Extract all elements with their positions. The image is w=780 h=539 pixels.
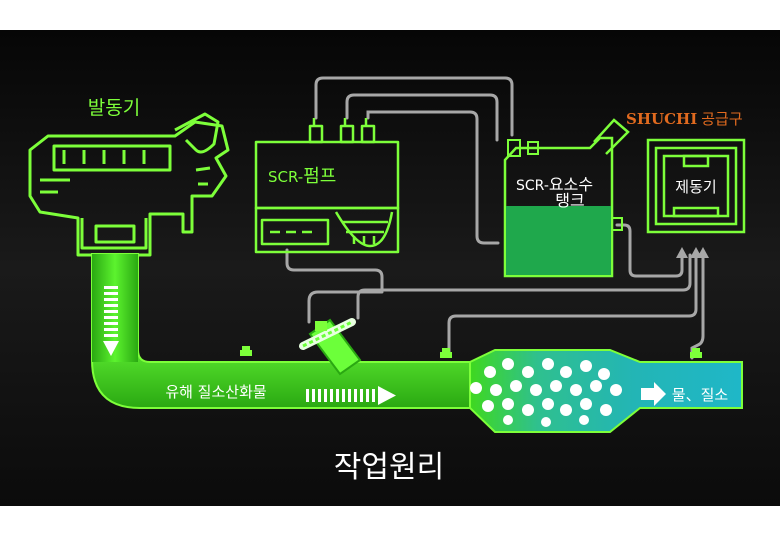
urea-injector <box>299 318 362 376</box>
engine-label: 발동기 <box>88 97 140 119</box>
flow-down-arrow <box>103 286 119 356</box>
controller-arrowheads <box>676 247 709 258</box>
engine-outline <box>28 112 230 257</box>
output-arrow <box>641 382 666 406</box>
pipe-sensors <box>240 346 702 358</box>
urea-tank <box>503 118 630 278</box>
scr-pump <box>254 118 400 254</box>
diagram-title: 작업원리 <box>334 450 444 485</box>
catalyst-converter <box>469 349 743 433</box>
urea-tank-label-line2: 탱크 <box>555 191 584 210</box>
controller-label: 제동기 <box>675 178 716 196</box>
urea-tank-label-line1: SCR-요소수 <box>516 175 593 194</box>
scr-pump-label: SCR-펌프 <box>268 166 336 187</box>
output-label: 물、질소 <box>672 386 729 404</box>
connector-lines <box>285 76 705 360</box>
harmful-nox-label: 유해 질소산화물 <box>165 383 266 401</box>
controller-unit <box>646 138 746 234</box>
flow-right-arrow <box>306 386 396 405</box>
